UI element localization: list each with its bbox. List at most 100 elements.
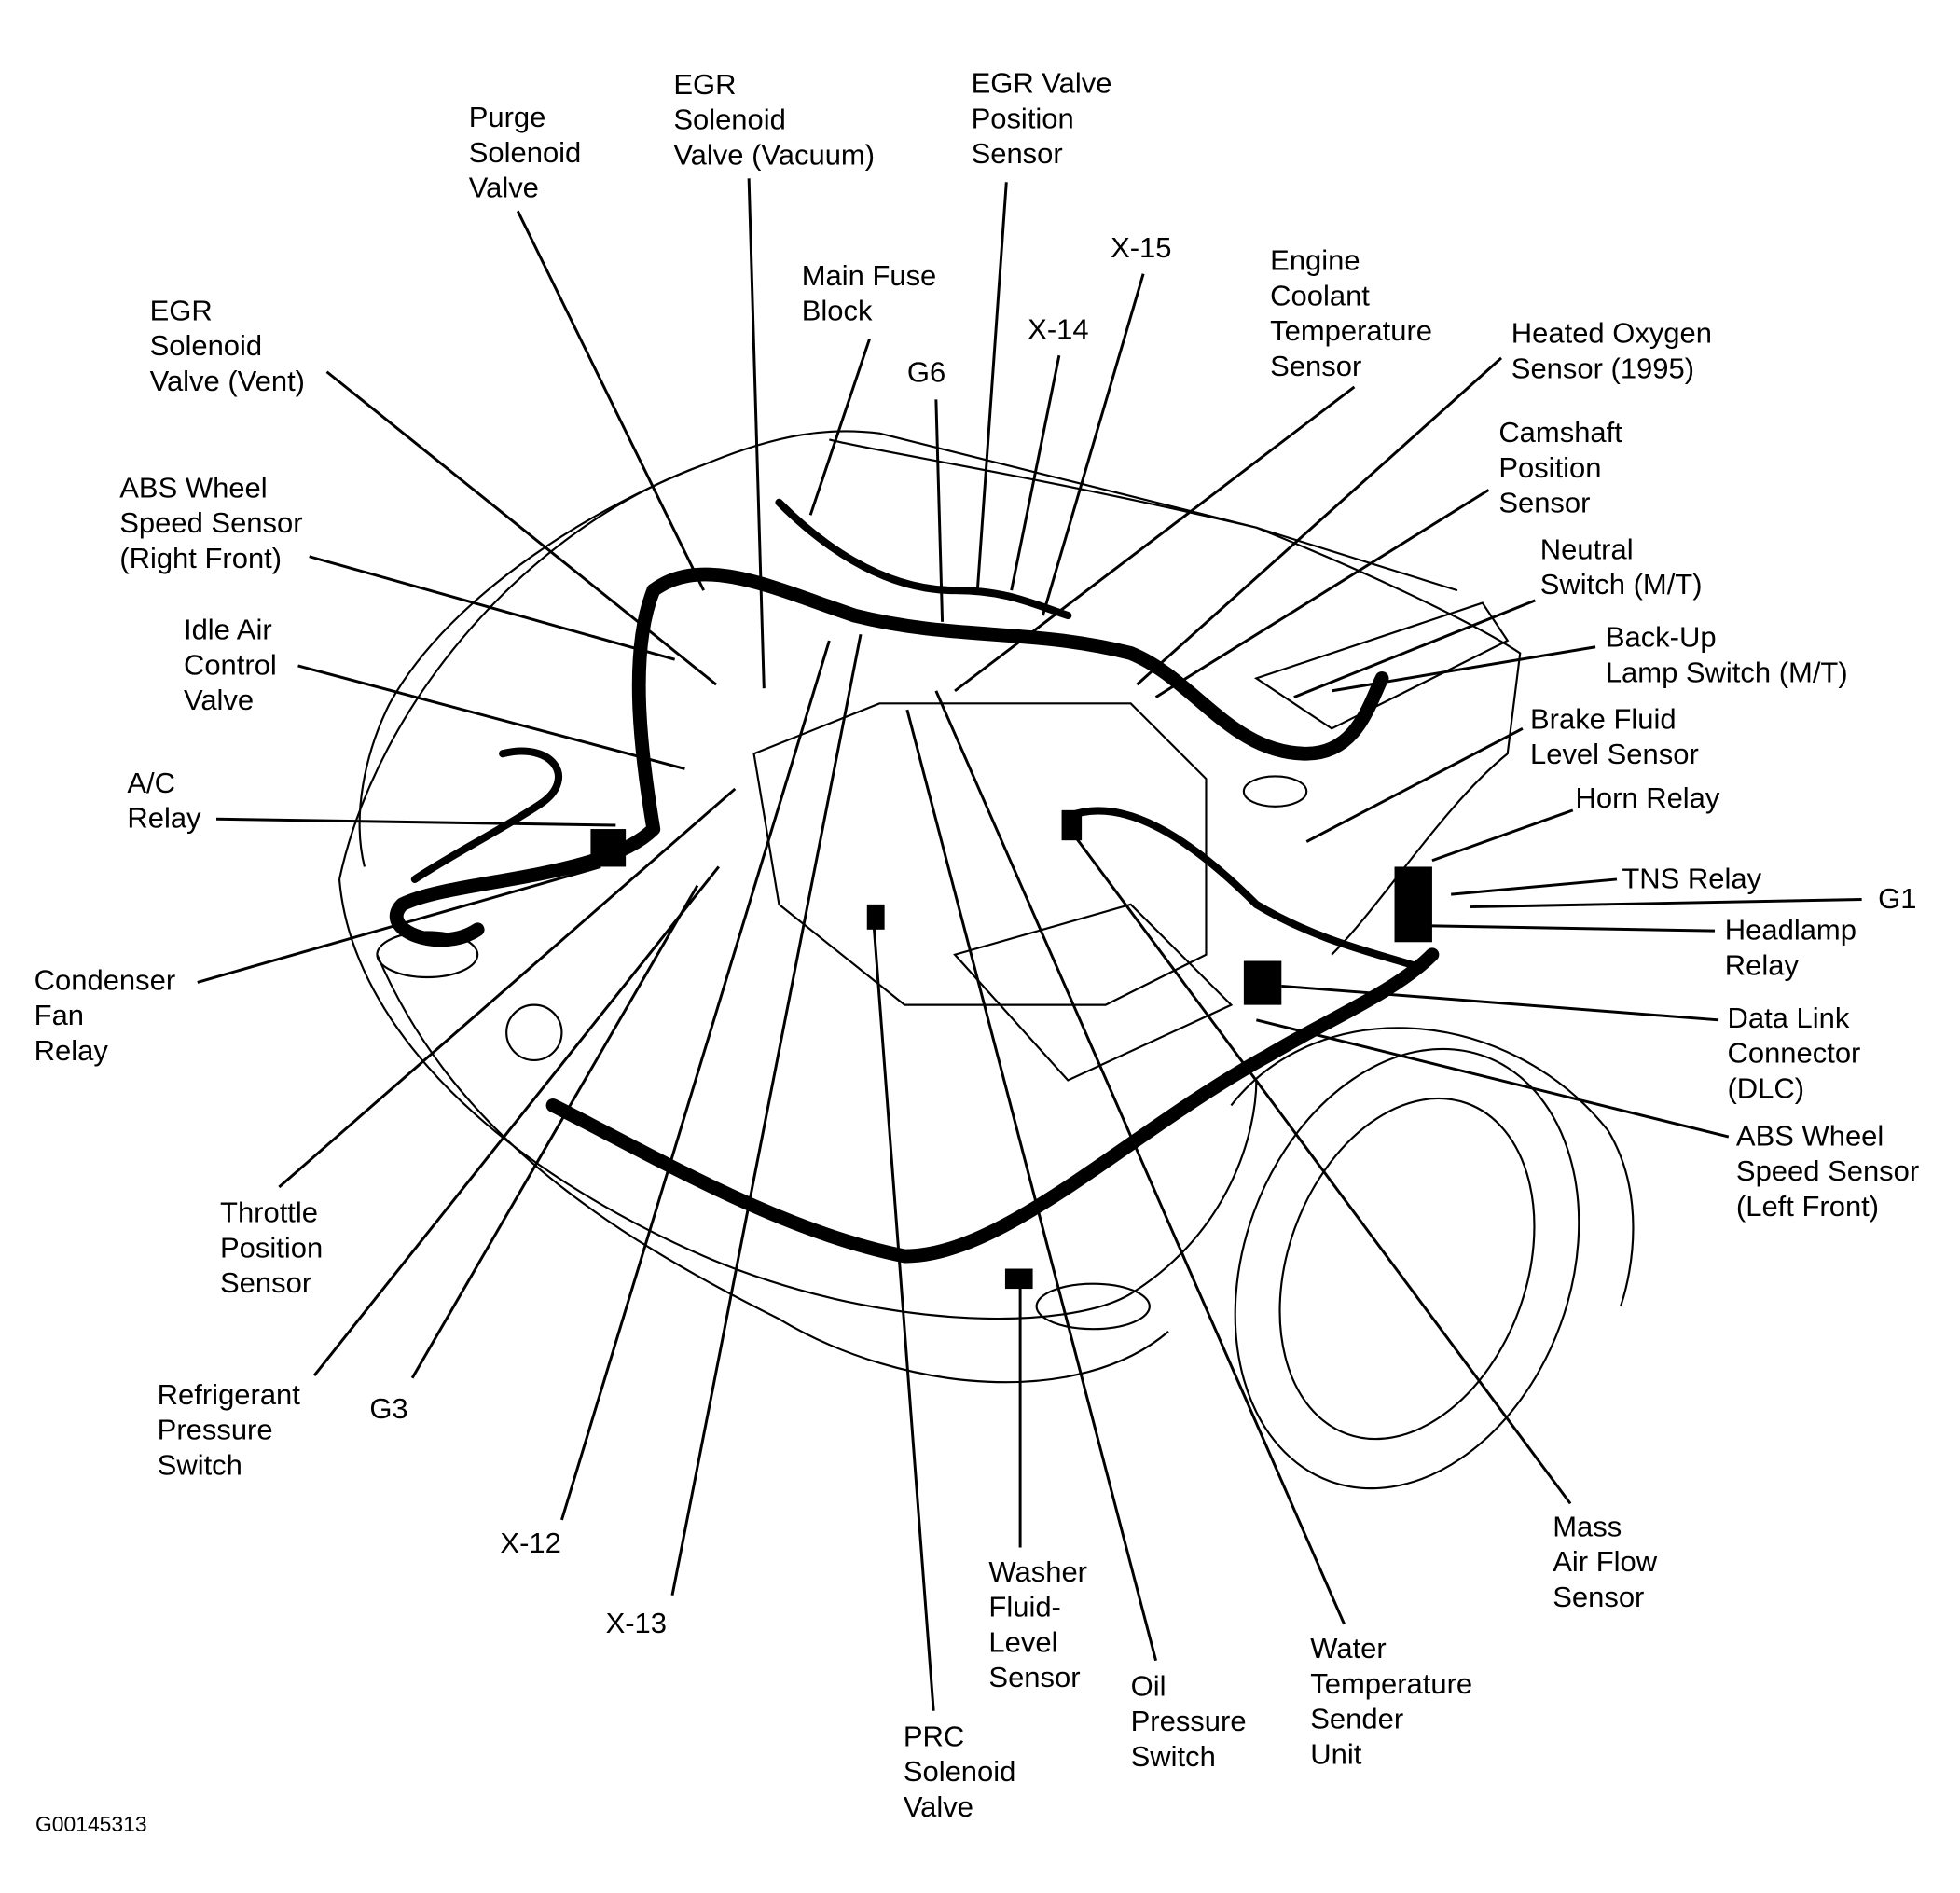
refrigerant-pressure-switch-leader-line <box>312 865 720 1376</box>
x-15-leader-line <box>1041 273 1145 616</box>
throttle-position-sensor-label-line: Throttle <box>220 1196 318 1229</box>
mass-air-flow-sensor-leader-line <box>1072 834 1572 1505</box>
front-wheel-rim <box>1278 1097 1536 1441</box>
throttle-position-sensor-label-line: Sensor <box>220 1266 311 1299</box>
engine-coolant-temperature-sensor-label-line: Coolant <box>1270 279 1370 311</box>
transaxle <box>1253 601 1510 730</box>
bumper-line <box>376 954 1169 1384</box>
horn <box>505 1003 563 1061</box>
x-14-label-line: X-14 <box>1028 313 1088 346</box>
data-link-connector-label-line: (DLC) <box>1727 1071 1804 1104</box>
idle-air-control-valve-leader-line <box>297 664 685 770</box>
camshaft-position-sensor-label-line: Position <box>1498 451 1601 484</box>
mass-air-flow-sensor-label-line: Air Flow <box>1553 1545 1657 1578</box>
egr-valve-position-sensor-label-line: Position <box>972 102 1074 134</box>
water-temperature-sender-unit-label-line: Water <box>1310 1632 1386 1665</box>
oil-pressure-switch-label-line: Oil <box>1131 1670 1166 1703</box>
front-harness <box>545 947 1440 1264</box>
main-fuse-block-label-line: Block <box>802 294 873 326</box>
g1-label: G1 <box>1878 882 1916 915</box>
condenser-fan-relay-leader-line <box>197 865 601 984</box>
purge-solenoid-valve-label-line: Valve <box>469 171 539 203</box>
x-12-label: X-12 <box>500 1527 560 1559</box>
egr-solenoid-valve-vent-label-line: Solenoid <box>150 329 263 362</box>
x-15-label: X-15 <box>1111 231 1171 264</box>
x-12-leader-line <box>560 640 831 1521</box>
connector <box>1061 809 1083 841</box>
throttle-position-sensor-leader-line <box>278 787 737 1189</box>
tns-relay-label: TNS Relay <box>1622 862 1761 894</box>
abs-wheel-speed-sensor-right-front-leader-line <box>309 555 676 661</box>
egr-solenoid-valve-vent-label-line: EGR <box>150 294 213 326</box>
egr-solenoid-valve-vent-label-line: Valve (Vent) <box>150 365 305 397</box>
egr-solenoid-valve-vacuum-label-line: Valve (Vacuum) <box>673 138 875 171</box>
connector <box>866 904 885 930</box>
prc-solenoid-valve-label-line: PRC <box>904 1720 964 1752</box>
idle-air-control-valve-label-line: Idle Air <box>184 614 272 646</box>
abs-wheel-speed-sensor-right-front-label-line: ABS Wheel <box>119 471 267 504</box>
g1-label-line: G1 <box>1878 882 1916 915</box>
ac-relay-label-line: Relay <box>127 802 201 835</box>
upper-harness <box>775 498 1072 620</box>
brake-fluid-level-sensor-label-line: Level Sensor <box>1530 738 1699 770</box>
connector <box>590 829 627 867</box>
windshield-line <box>829 438 1458 592</box>
x-15-label-line: X-15 <box>1111 231 1171 264</box>
purge-solenoid-valve-leader-line <box>516 210 705 591</box>
headlamp-relay-leader-line <box>1426 924 1716 933</box>
prc-solenoid-valve-leader-line <box>872 917 935 1711</box>
abs-wheel-speed-sensor-left-front-label-line: ABS Wheel <box>1736 1120 1884 1153</box>
water-temperature-sender-unit-label-line: Temperature <box>1310 1667 1472 1700</box>
water-temperature-sender-unit-label-line: Sender <box>1310 1703 1403 1735</box>
neutral-switch-label-line: Switch (M/T) <box>1540 568 1703 601</box>
abs-wheel-speed-sensor-left-front-leader-line <box>1255 1018 1730 1139</box>
x-14-label: X-14 <box>1028 313 1088 346</box>
connector <box>1243 960 1282 1005</box>
brake-reservoir <box>1242 775 1308 808</box>
engine-harness <box>646 567 1389 761</box>
main-fuse-block-leader-line <box>808 339 871 516</box>
abs-wheel-speed-sensor-left-front-label-line: (Left Front) <box>1736 1190 1879 1223</box>
headlamp-relay-label-line: Relay <box>1725 948 1800 981</box>
ac-relay-leader-line <box>215 817 616 827</box>
x-13-leader-line <box>670 633 863 1596</box>
tns-relay-leader-line <box>1451 877 1618 896</box>
g3-label: G3 <box>369 1392 407 1425</box>
tns-relay-label-line: TNS Relay <box>1622 862 1761 894</box>
ac-relay-label-line: A/C <box>127 767 175 799</box>
g6-label-line: G6 <box>907 356 945 389</box>
washer-fluid-level-sensor-label-line: Fluid- <box>988 1591 1060 1624</box>
engine-coolant-temperature-sensor-label-line: Engine <box>1270 244 1360 277</box>
engine-block <box>752 702 1208 1006</box>
data-link-connector-label-line: Data Link <box>1727 1002 1849 1034</box>
engine-coolant-temperature-sensor-label-line: Temperature <box>1270 314 1432 347</box>
battery <box>953 903 1234 1082</box>
abs-wheel-speed-sensor-right-front-label-line: (Right Front) <box>119 542 282 574</box>
g3-leader-line <box>410 884 699 1379</box>
wheel-arch <box>1230 1027 1635 1307</box>
back-up-lamp-switch-label-line: Back-Up <box>1606 621 1717 654</box>
back-up-lamp-switch-leader-line <box>1331 645 1596 693</box>
abs-wheel-speed-sensor-right-front-label-line: Speed Sensor <box>119 506 302 539</box>
g6-leader-line <box>934 399 945 622</box>
camshaft-position-sensor-leader-line <box>1154 489 1490 698</box>
main-fuse-block-label-line: Main Fuse <box>802 259 937 292</box>
prc-solenoid-valve-label-line: Solenoid <box>904 1755 1016 1788</box>
water-temperature-sender-unit-leader-line <box>934 690 1346 1625</box>
